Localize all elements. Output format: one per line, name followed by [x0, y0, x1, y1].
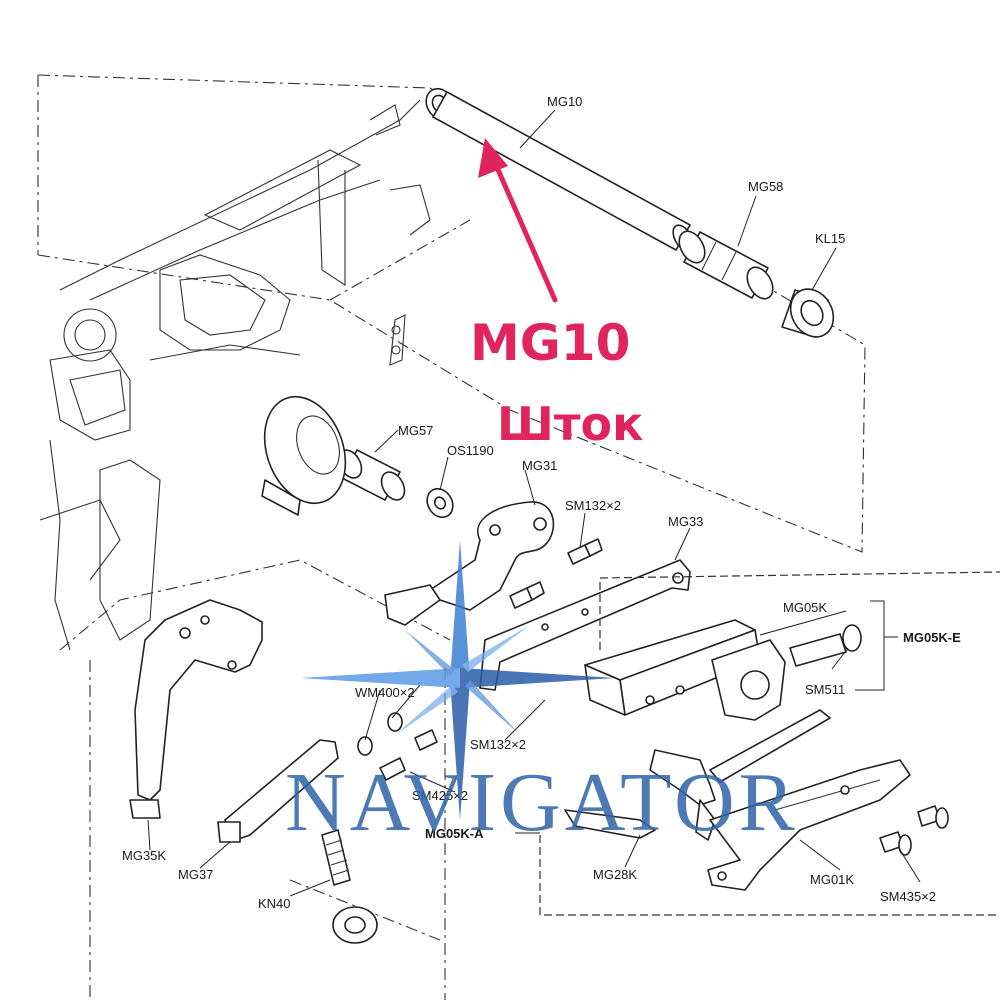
label-mg58: MG58 [748, 179, 783, 194]
disc-assembly [261, 395, 347, 516]
screw-sm435 [879, 805, 949, 856]
star-ray-se [465, 680, 520, 735]
mg05k-a-group-frame [539, 571, 1000, 916]
label-sm435: SM435×2 [880, 889, 936, 904]
screw-sm132-a [567, 538, 603, 565]
star-ray-south [450, 680, 470, 820]
label-sm511: SM511 [805, 682, 845, 697]
mg35k-lever [129, 599, 263, 819]
highlight-arrow-head-icon [478, 138, 508, 178]
mg58-bushing [678, 230, 774, 300]
label-mg01k: MG01K [810, 872, 854, 887]
highlight-name: Шток [497, 397, 643, 451]
kl15-collar [781, 288, 835, 338]
label-sm132-top: SM132×2 [565, 498, 621, 513]
os1190-washer [426, 487, 454, 519]
label-wm400: WM400×2 [355, 685, 415, 700]
machine-body-outline [37, 74, 866, 1000]
mg05k-block [584, 619, 786, 721]
label-os1190: OS1190 [447, 443, 494, 458]
label-kn40: KN40 [258, 896, 291, 911]
label-mg57: MG57 [398, 423, 433, 438]
highlight-arrow-shaft [493, 162, 558, 303]
leader-lines [147, 109, 921, 897]
star-ray-west [300, 668, 460, 688]
label-mg33: MG33 [668, 514, 703, 529]
screws [357, 538, 949, 856]
label-sm132-mid: SM132×2 [470, 737, 526, 752]
star-ray-north [450, 540, 470, 680]
label-mg31: MG31 [522, 458, 557, 473]
label-mg05k: MG05K [783, 600, 827, 615]
compass-star-icon [300, 540, 615, 820]
washer-wm400 [357, 712, 403, 756]
mg28k-lever [564, 749, 716, 841]
mg37-lever [217, 739, 339, 843]
label-mg10: MG10 [547, 94, 582, 109]
watermark-brand: NAVIGATOR [285, 756, 799, 849]
star-ray-sw [395, 685, 458, 735]
label-mg05k-a: MG05K-A [425, 826, 484, 841]
screw-sm511 [789, 624, 862, 667]
label-mg35k: MG35K [122, 848, 166, 863]
kn40-bolt [321, 829, 378, 944]
screw-sm132-b [509, 581, 545, 609]
mg31-plate [384, 501, 555, 626]
label-mg05k-e: MG05K-E [903, 630, 961, 645]
star-ray-ne [462, 625, 530, 672]
star-ray-east [460, 668, 615, 688]
label-mg28k: MG28K [593, 867, 637, 882]
mg01k-lever [707, 709, 911, 891]
mg33-bracket [479, 559, 691, 691]
screw-sm425 [379, 729, 438, 781]
machine-casting [39, 99, 431, 651]
label-sm425: SM425×2 [412, 788, 468, 803]
part-labels: MG10 MG58 KL15 MG57 OS1190 MG31 SM132×2 … [122, 94, 961, 911]
highlight-code: MG10 [470, 314, 630, 372]
highlight-annotation: MG10 Шток [470, 138, 643, 451]
star-ray-nw [405, 630, 455, 676]
navigator-watermark: NAVIGATOR [285, 540, 799, 849]
label-mg37: MG37 [178, 867, 213, 882]
mg10-rod [425, 87, 694, 252]
label-kl15: KL15 [815, 231, 845, 246]
